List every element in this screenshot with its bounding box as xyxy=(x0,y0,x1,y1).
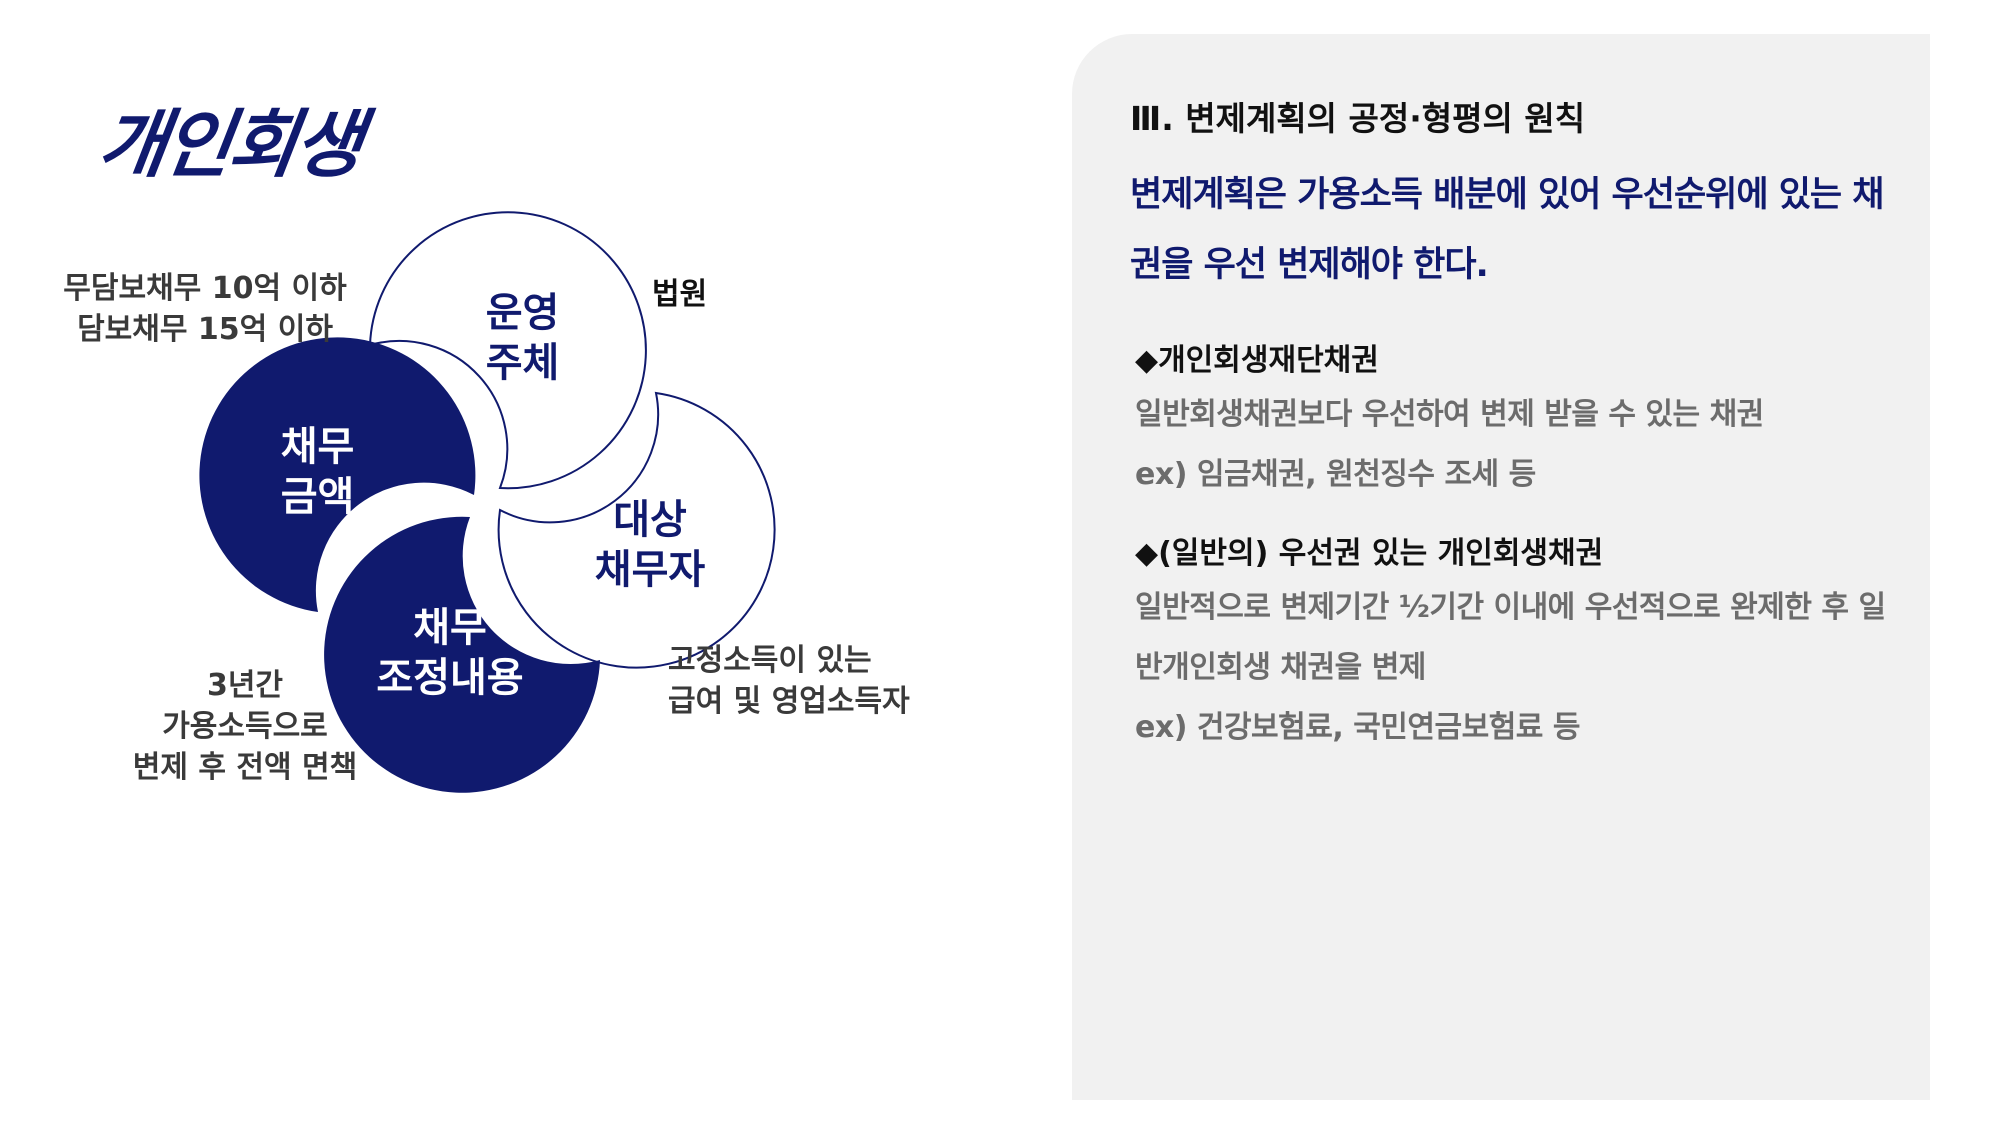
structure-diagram: 운영 주체 채무 금액 대상 채무자 채무 조정내용 무담보채무 10억 이하 … xyxy=(40,211,910,793)
note-adjustment-line3: 변제 후 전액 면책 xyxy=(132,750,358,785)
circle-debtor xyxy=(497,391,776,669)
note-adjustment-line1: 3년간 xyxy=(206,668,284,703)
section-title-estate-claims: ◆개인회생재단채권 xyxy=(1135,343,1379,378)
circle-operator xyxy=(368,211,647,490)
section-line: ex) 임금채권, 원천징수 조세 등 xyxy=(1135,457,1536,492)
panel-heading: Ⅲ. 변제계획의 공정·형평의 원칙 xyxy=(1130,99,1586,138)
section-body-priority-claims: 일반적으로 변제기간 ½기간 이내에 우선적으로 완제한 후 일반개인회생 채권… xyxy=(1135,578,1895,758)
circle-amount-line2: 금액 xyxy=(280,474,355,520)
note-debtor-line2: 급여 및 영업소득자 xyxy=(668,684,910,719)
section-line: ex) 건강보험료, 국민연금보험료 등 xyxy=(1135,710,1580,745)
circle-amount-line1: 채무 xyxy=(280,424,355,470)
note-amount-line2: 담보채무 15억 이하 xyxy=(77,312,333,347)
section-line: 일반회생채권보다 우선하여 변제 받을 수 있는 채권 xyxy=(1135,397,1764,432)
panel-principle: 변제계획은 가용소득 배분에 있어 우선순위에 있는 채권을 우선 변제해야 한… xyxy=(1130,175,1885,285)
section-body-estate-claims: 일반회생채권보다 우선하여 변제 받을 수 있는 채권 ex) 임금채권, 원천… xyxy=(1135,385,1895,505)
diagram-shapes xyxy=(199,211,776,793)
section-title-priority-claims: ◆(일반의) 우선권 있는 개인회생채권 xyxy=(1135,536,1604,571)
circle-debtor-line1: 대상 xyxy=(613,497,687,543)
circle-operator-line2: 주체 xyxy=(485,340,560,386)
circle-operator-line1: 운영 xyxy=(485,290,560,336)
note-adjustment-line2: 가용소득으로 xyxy=(162,709,328,744)
circle-adjustment[interactable] xyxy=(324,516,600,793)
circle-adjustment-label: 채무 조정내용 xyxy=(360,603,540,703)
circle-amount[interactable] xyxy=(199,337,476,612)
note-adjustment: 3년간 가용소득으로 변제 후 전액 면책 xyxy=(110,665,380,788)
note-debtor-line1: 고정소득이 있는 xyxy=(668,643,872,678)
circle-adjustment-line2: 조정내용 xyxy=(376,655,524,701)
circle-operator-label: 운영 주체 xyxy=(460,288,585,388)
principle-panel xyxy=(1072,34,1930,1100)
note-amount: 무담보채무 10억 이하 담보채무 15억 이하 xyxy=(40,268,370,350)
note-amount-line1: 무담보채무 10억 이하 xyxy=(63,271,347,306)
circle-adjustment-line1: 채무 xyxy=(413,605,487,651)
circle-debtor-line2: 채무자 xyxy=(594,547,706,593)
section-line: 일반적으로 변제기간 ½기간 이내에 우선적으로 완제한 후 일반개인회생 채권… xyxy=(1135,590,1886,685)
note-operator: 법원 xyxy=(652,277,708,312)
note-debtor: 고정소득이 있는 급여 및 영업소득자 xyxy=(668,640,910,722)
circle-amount-label: 채무 금액 xyxy=(255,422,380,522)
circle-debtor-label: 대상 채무자 xyxy=(565,495,735,595)
